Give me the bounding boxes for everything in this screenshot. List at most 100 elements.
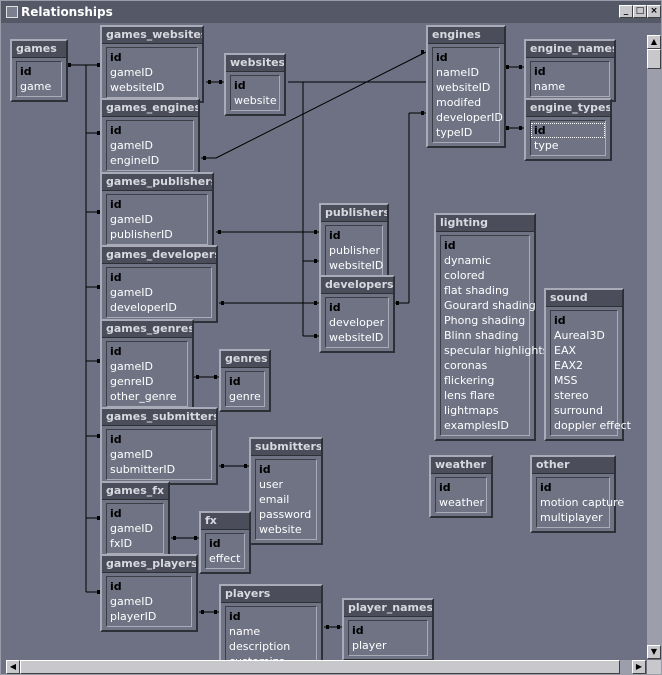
field-item[interactable]: EAX2 [554,359,584,372]
field-item[interactable]: effect [209,552,241,565]
field-item[interactable]: email [259,493,290,506]
table-title[interactable]: games_genres [102,321,192,338]
field-item[interactable]: specular highlights [444,344,549,357]
table-title[interactable]: engine_types [526,100,610,117]
table-title[interactable]: engines [428,27,504,44]
field-item[interactable]: gameID [110,286,153,299]
field-item[interactable]: doppler effect [554,419,631,432]
field-item[interactable]: playerID [110,610,157,623]
field-item[interactable]: dynamic [444,254,492,267]
field-item[interactable]: websiteID [436,81,491,94]
field-item[interactable]: gameID [110,448,153,461]
table-title[interactable]: genres [221,351,269,368]
primary-key-field[interactable]: id [110,198,122,211]
field-item[interactable]: motion capture [540,496,625,509]
field-item[interactable]: publisherID [110,228,173,241]
field-list[interactable]: id publisher websiteID [325,225,383,276]
field-item[interactable]: lens flare [444,389,495,402]
primary-key-field[interactable]: id [329,229,341,242]
field-item[interactable]: stereo [554,389,589,402]
field-item[interactable]: weather [439,496,485,509]
vertical-scrollbar[interactable]: ▲ ▼ [647,35,661,659]
table-title[interactable]: lighting [436,215,534,232]
field-item[interactable]: publisher [329,244,381,257]
table-title[interactable]: games_fx [102,483,168,500]
field-item[interactable]: fxID [110,537,133,550]
field-item[interactable]: developer [329,316,385,329]
field-item[interactable]: websiteID [329,259,384,272]
primary-key-field[interactable]: id [229,610,241,623]
field-item[interactable]: developerID [436,111,503,124]
primary-key-field[interactable]: id [439,481,451,494]
field-item[interactable]: typeID [436,126,473,139]
field-item[interactable]: customize [226,654,316,660]
field-item[interactable]: EAX [554,344,577,357]
field-list[interactable]: idnamedescriptioncustomize [225,606,317,660]
table-title[interactable]: fx [201,513,249,530]
primary-key-field[interactable]: id [444,239,456,252]
field-item[interactable]: websiteID [110,81,165,94]
table-players[interactable]: playersidnamedescriptioncustomize [219,584,323,660]
field-item[interactable]: genreID [110,375,154,388]
field-item[interactable]: submitterID [110,463,176,476]
field-item[interactable]: MSS [554,374,578,387]
field-item[interactable]: gameID [110,66,153,79]
primary-key-field[interactable]: id [209,537,221,550]
table-title[interactable]: websites [226,55,284,72]
primary-key-field[interactable]: id [229,375,241,388]
table-title[interactable]: player_names [344,600,432,617]
primary-key-field[interactable]: id [110,51,122,64]
field-item[interactable]: websiteID [329,331,384,344]
horizontal-scrollbar[interactable]: ◀ ▶ [6,660,646,674]
table-fx[interactable]: fx id effect [199,511,251,574]
table-title[interactable]: games_engines [102,100,198,117]
field-item[interactable]: other_genre [110,390,177,403]
field-item[interactable]: coronas [444,359,488,372]
table-title[interactable]: games [12,41,66,58]
title-bar[interactable]: Relationships _ □ × [1,1,661,23]
primary-key-field[interactable]: id [534,65,546,78]
field-item[interactable]: type [534,139,559,152]
field-item[interactable]: website [234,94,277,107]
table-title[interactable]: games_websites [102,27,202,44]
field-item[interactable]: description [229,640,291,653]
field-item[interactable]: gameID [110,213,153,226]
field-item[interactable]: game [20,80,52,93]
primary-key-field[interactable]: id [531,123,605,138]
field-list[interactable]: id weather [435,477,487,513]
primary-key-field[interactable]: id [436,51,448,64]
maximize-button[interactable]: □ [633,5,647,18]
field-item[interactable]: gameID [110,595,153,608]
field-list[interactable]: id gameID publisherID [106,194,208,245]
